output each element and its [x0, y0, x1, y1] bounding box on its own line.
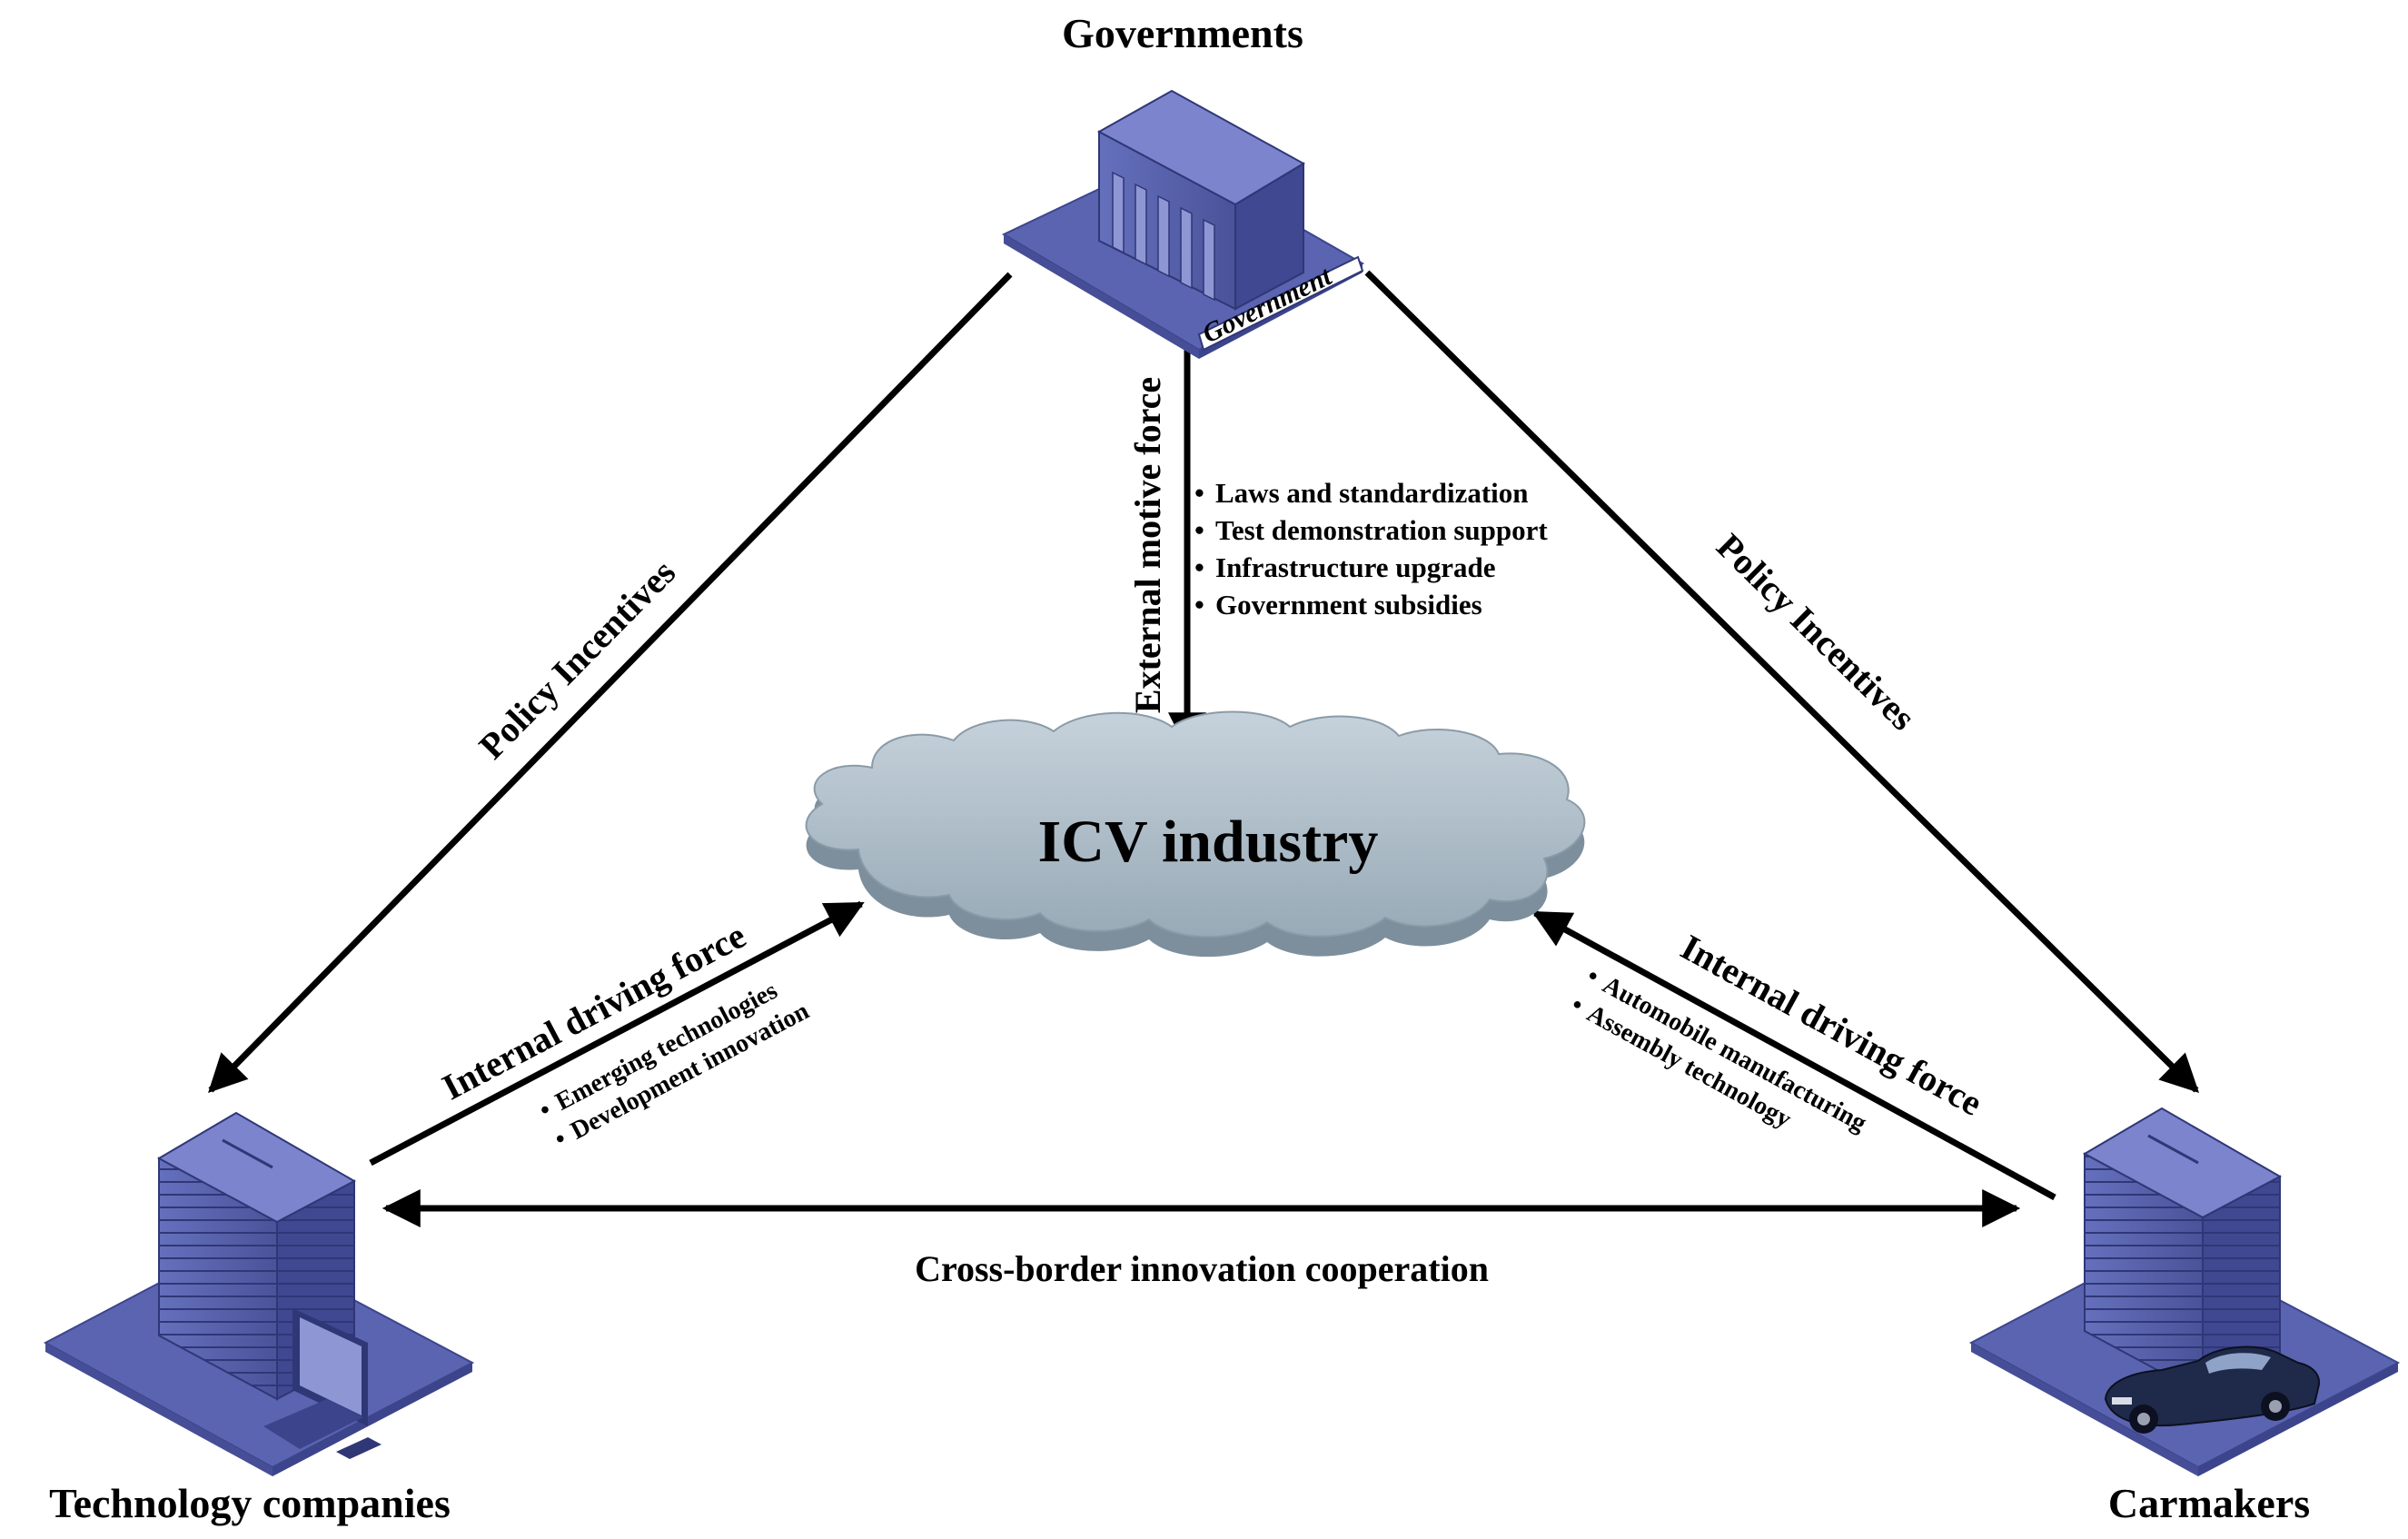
government-building-icon: Government [1001, 89, 1365, 359]
svg-text:•: • [1582, 962, 1603, 991]
svg-text:•: • [1194, 514, 1204, 546]
governments-title: Governments [1062, 10, 1303, 56]
technology-companies-title: Technology companies [49, 1480, 451, 1526]
external-force-bullet-list: • Laws and standardization • Test demons… [1194, 477, 1548, 621]
carmaker-force-bullet-list: • Automobile manufacturing • Assembly te… [1566, 962, 1871, 1137]
arrow-gov-to-tech [208, 272, 1013, 1093]
bullet-item: Infrastructure upgrade [1215, 551, 1496, 583]
icv-industry-title: ICV industry [1038, 809, 1379, 875]
external-motive-force-label: External motive force [1127, 377, 1168, 713]
svg-text:•: • [550, 1125, 571, 1154]
icv-industry-cloud [805, 710, 1586, 958]
bullet-item: Government subsidies [1215, 589, 1482, 621]
carmakers-title: Carmakers [2108, 1480, 2310, 1526]
carmaker-building-icon [1968, 1107, 2401, 1476]
cross-border-cooperation-label: Cross-border innovation cooperation [915, 1248, 1489, 1289]
computer-monitor-icon [263, 1308, 382, 1459]
technology-company-building-icon [43, 1111, 475, 1476]
policy-incentives-right-label: Policy Incentives [1709, 525, 1923, 738]
car-icon [2104, 1345, 2320, 1434]
bullet-item: Laws and standardization [1215, 477, 1529, 509]
svg-text:•: • [535, 1096, 556, 1125]
svg-text:•: • [1566, 991, 1587, 1020]
arrow-tech-to-icv [369, 900, 865, 1167]
arrow-carmakers-to-icv [1531, 909, 2056, 1201]
svg-text:•: • [1194, 551, 1204, 583]
svg-text:•: • [1194, 477, 1204, 509]
policy-incentives-left-label: Policy Incentives [471, 551, 683, 767]
bullet-item: Test demonstration support [1215, 514, 1548, 546]
arrow-gov-to-carmakers [1364, 270, 2199, 1093]
tech-force-bullet-list: • Emerging technologies • Development in… [535, 977, 814, 1154]
svg-text:•: • [1194, 589, 1204, 621]
